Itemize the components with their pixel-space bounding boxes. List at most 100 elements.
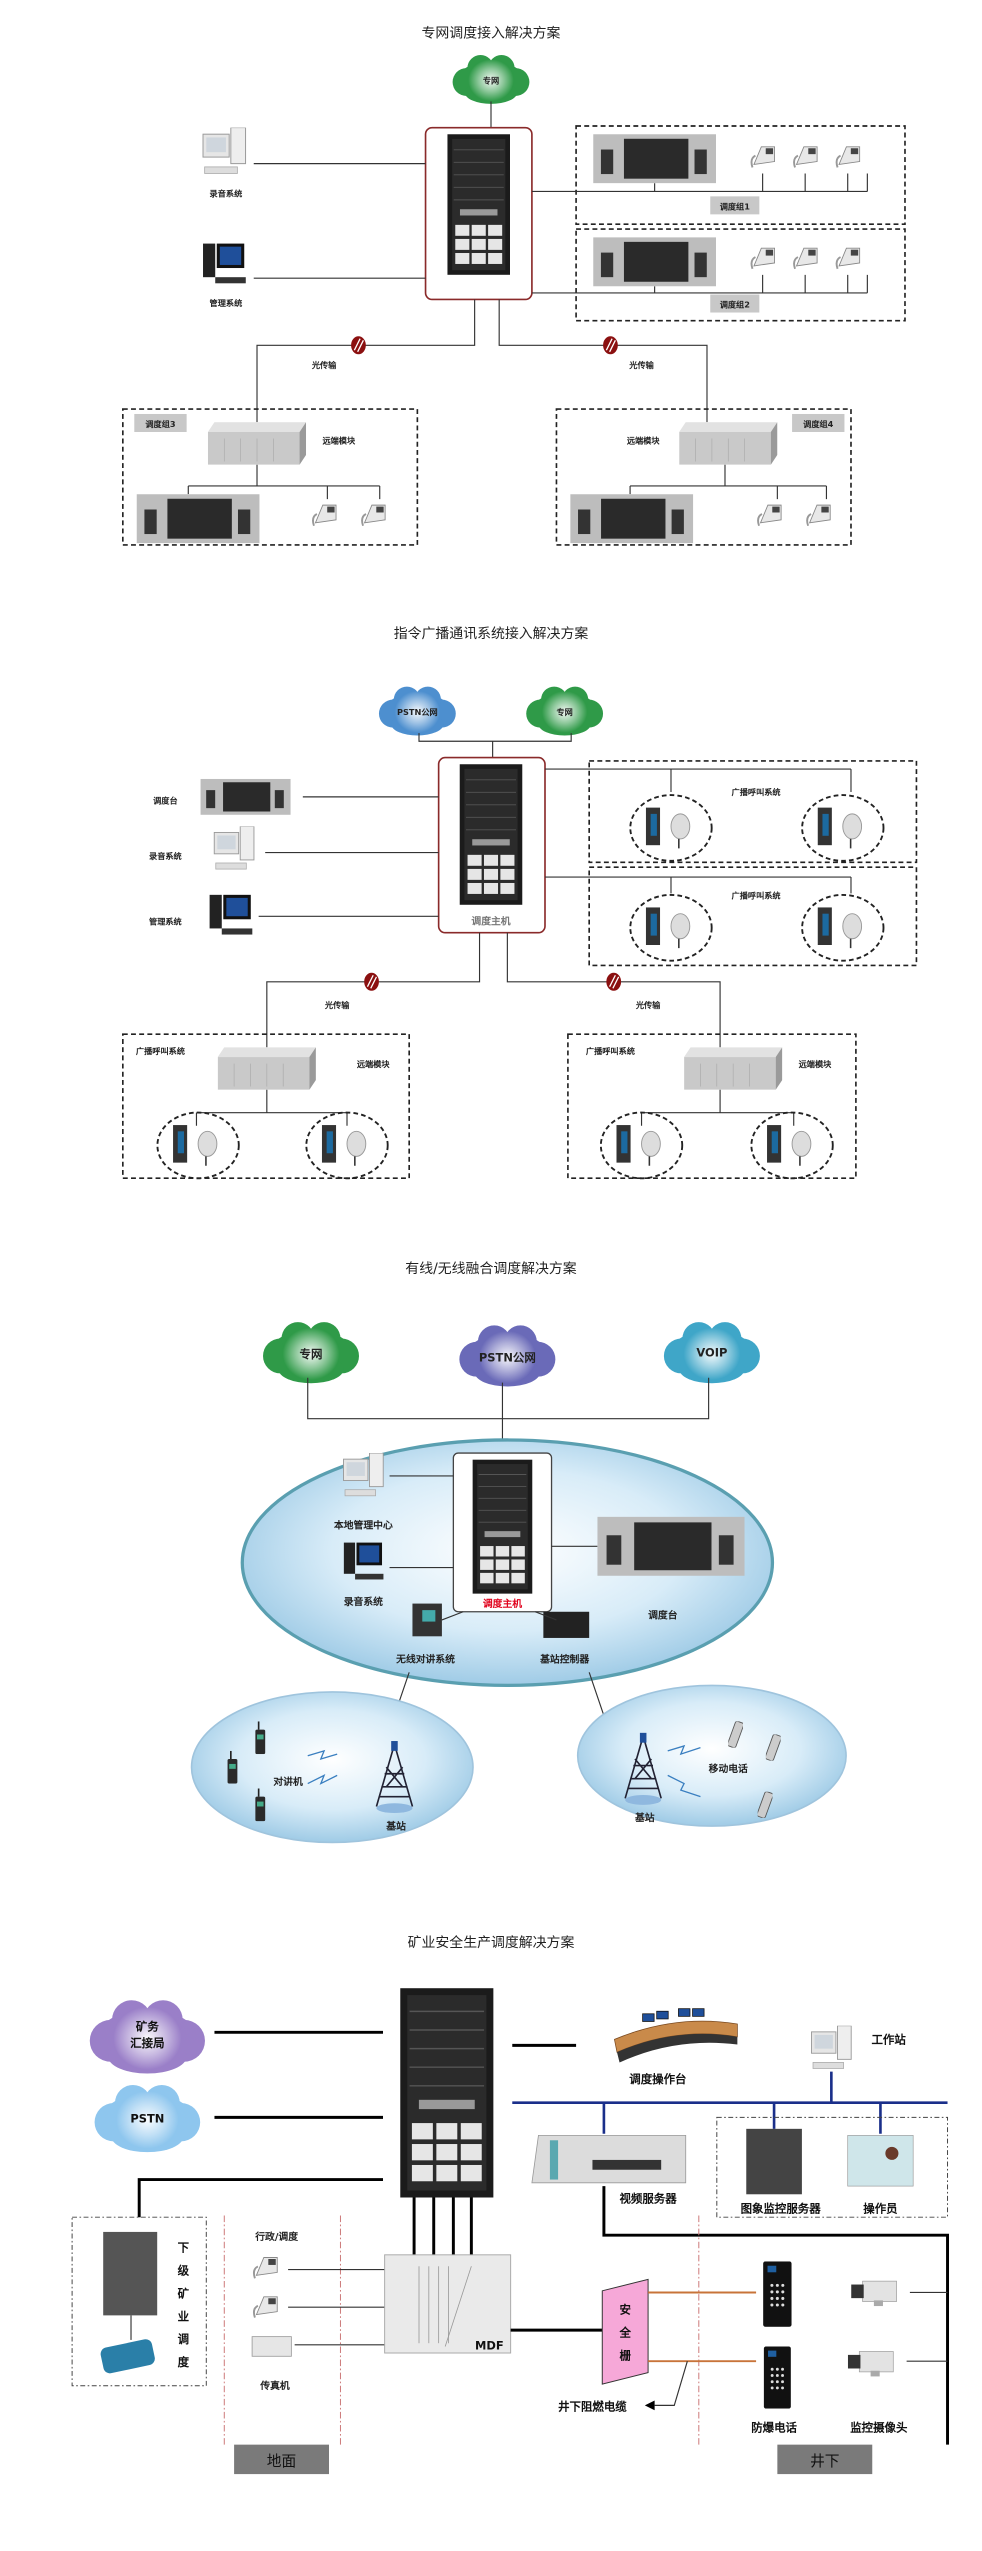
- mdf-label: MDF: [475, 2339, 504, 2353]
- recording-label: 录音系统: [210, 188, 244, 198]
- office-phone-icon: [252, 2295, 279, 2319]
- group-box: [588, 760, 918, 864]
- cloud-label: VOIP: [696, 1345, 727, 1359]
- broadcast-unit-icon: [629, 794, 713, 862]
- sub-dispatch-box: [71, 2216, 207, 2387]
- explosion-proof-phone-icon: [763, 2346, 791, 2409]
- computer-icon: [202, 127, 247, 175]
- console-label: 调度台: [648, 1608, 678, 1621]
- bus-line: [544, 876, 852, 894]
- cloud-label: 专网: [483, 75, 499, 85]
- rack-icon: [446, 134, 511, 275]
- connector-line: [906, 2291, 948, 2362]
- phone-icon: [750, 247, 776, 270]
- bs-controller-label: 基站控制器: [539, 1652, 589, 1665]
- operator-icon: [847, 2135, 914, 2187]
- video-server-icon: [531, 2134, 687, 2184]
- broadcast-label: 广播呼叫系统: [586, 1046, 636, 1056]
- sub-dispatch-char: 业: [178, 2309, 190, 2323]
- workstation-label: 工作站: [871, 2033, 906, 2047]
- monitor-computer-icon: [209, 894, 253, 935]
- cloud-label: 专网: [300, 1347, 323, 1361]
- sub-dispatch-char: 矿: [178, 2286, 190, 2300]
- network-bus: [512, 2071, 948, 2134]
- broadcast-label: 广播呼叫系统: [136, 1046, 186, 1056]
- sub-dispatch-char: 级: [178, 2263, 190, 2277]
- console-icon: [593, 134, 716, 184]
- image-server-label: 图象监控服务器: [741, 2201, 822, 2215]
- intercom-label: 无线对讲系统: [395, 1652, 455, 1665]
- office-phone-icon: [252, 2256, 279, 2280]
- monitoring-box: [716, 2116, 949, 2218]
- bus-line: [544, 768, 852, 792]
- trunk-lines: [412, 2197, 473, 2255]
- diagram-title: 矿业安全生产调度解决方案: [408, 1934, 575, 1951]
- fiber-icon: [602, 335, 619, 355]
- rack-icon: [398, 1988, 495, 2198]
- console-icon: [136, 494, 260, 544]
- bus-line: [640, 1089, 795, 1126]
- remote-module-label: 远端模块: [627, 435, 661, 445]
- console-icon: [200, 778, 291, 815]
- phone-icon: [757, 504, 783, 527]
- fax-label: 传真机: [259, 2379, 290, 2392]
- local-mgmt-label: 本地管理中心: [334, 1518, 393, 1531]
- operator-label: 操作员: [863, 2201, 898, 2215]
- barrier-char: 安: [619, 2303, 630, 2317]
- sub-dispatch-char: 度: [178, 2355, 190, 2369]
- group-label: 调度组2: [720, 300, 750, 310]
- phone-icon: [835, 247, 861, 270]
- rack-icon: [471, 1459, 534, 1594]
- admin-dispatch-label: 行政/调度: [254, 2230, 298, 2243]
- desk-label: 调度操作台: [629, 2072, 686, 2086]
- remote-module-label: 远端模块: [322, 435, 356, 445]
- remote-module-label: 远端模块: [799, 1059, 833, 1069]
- bus-line: [531, 173, 868, 193]
- mobile-label: 移动电话: [709, 1762, 748, 1775]
- diagram-wired-wireless: 有线/无线融合调度解决方案 专网 PSTN公网 VOIP 调度主机 本地管理中心…: [190, 1260, 847, 1844]
- connector-line: [384, 1611, 620, 1760]
- video-cable-line: [602, 2186, 950, 2445]
- management-label: 管理系统: [210, 298, 244, 308]
- group-label: 调度组3: [145, 419, 176, 429]
- dispatch-desk-icon: [613, 2007, 739, 2064]
- dispatch-phone-icon: [100, 2339, 155, 2374]
- bus-line: [629, 464, 828, 500]
- mdf-icon: [384, 2254, 512, 2354]
- broadcast-unit-icon: [629, 893, 713, 962]
- fax-icon: [251, 2336, 292, 2357]
- broadcast-unit-icon: [801, 794, 885, 862]
- cloud-label: 矿务: [136, 2020, 159, 2034]
- broadcast-unit-icon: [801, 893, 885, 962]
- group-tag: [710, 196, 760, 215]
- phone-icon: [750, 145, 776, 169]
- diagram-mining-safety: 矿业安全生产调度解决方案 矿务 汇接局 PSTN 调度操作台 工作站 视频服务器…: [71, 1934, 950, 2475]
- sub-dispatch-char: 调: [178, 2332, 189, 2346]
- host-label: 调度主机: [483, 1597, 522, 1610]
- group-label: 调度组1: [720, 201, 751, 211]
- explosion-proof-phone-icon: [763, 2261, 792, 2327]
- diagram-broadcast: 指令广播通讯系统接入解决方案 PSTN公网 专网 调度主机 调度台 录音系统 管…: [122, 625, 918, 1180]
- computer-icon: [213, 826, 255, 870]
- diagram-title: 有线/无线融合调度解决方案: [405, 1260, 576, 1277]
- fiber-link-line: [266, 932, 721, 1048]
- mdf-frame-lines: [418, 2266, 472, 2347]
- recording-label: 录音系统: [344, 1595, 383, 1608]
- barrier-char: 全: [618, 2326, 631, 2340]
- group-box: [575, 125, 906, 225]
- phone-icon: [806, 504, 832, 527]
- phone-icon: [361, 504, 387, 527]
- arrow-icon: [644, 2400, 655, 2411]
- bus-line: [187, 464, 381, 500]
- phone-icon: [835, 145, 861, 169]
- camera-icon: [847, 2350, 895, 2378]
- walkie-label: 对讲机: [273, 1775, 303, 1788]
- rack-icon: [458, 764, 524, 905]
- cable-label: 井下阻燃电缆: [558, 2399, 627, 2413]
- remote-module-icon: [217, 1047, 316, 1090]
- remote-module-label: 远端模块: [357, 1059, 391, 1069]
- group-tag: [792, 413, 845, 432]
- diagram-title: 指令广播通讯系统接入解决方案: [394, 625, 589, 642]
- monitor-computer-icon: [203, 243, 246, 284]
